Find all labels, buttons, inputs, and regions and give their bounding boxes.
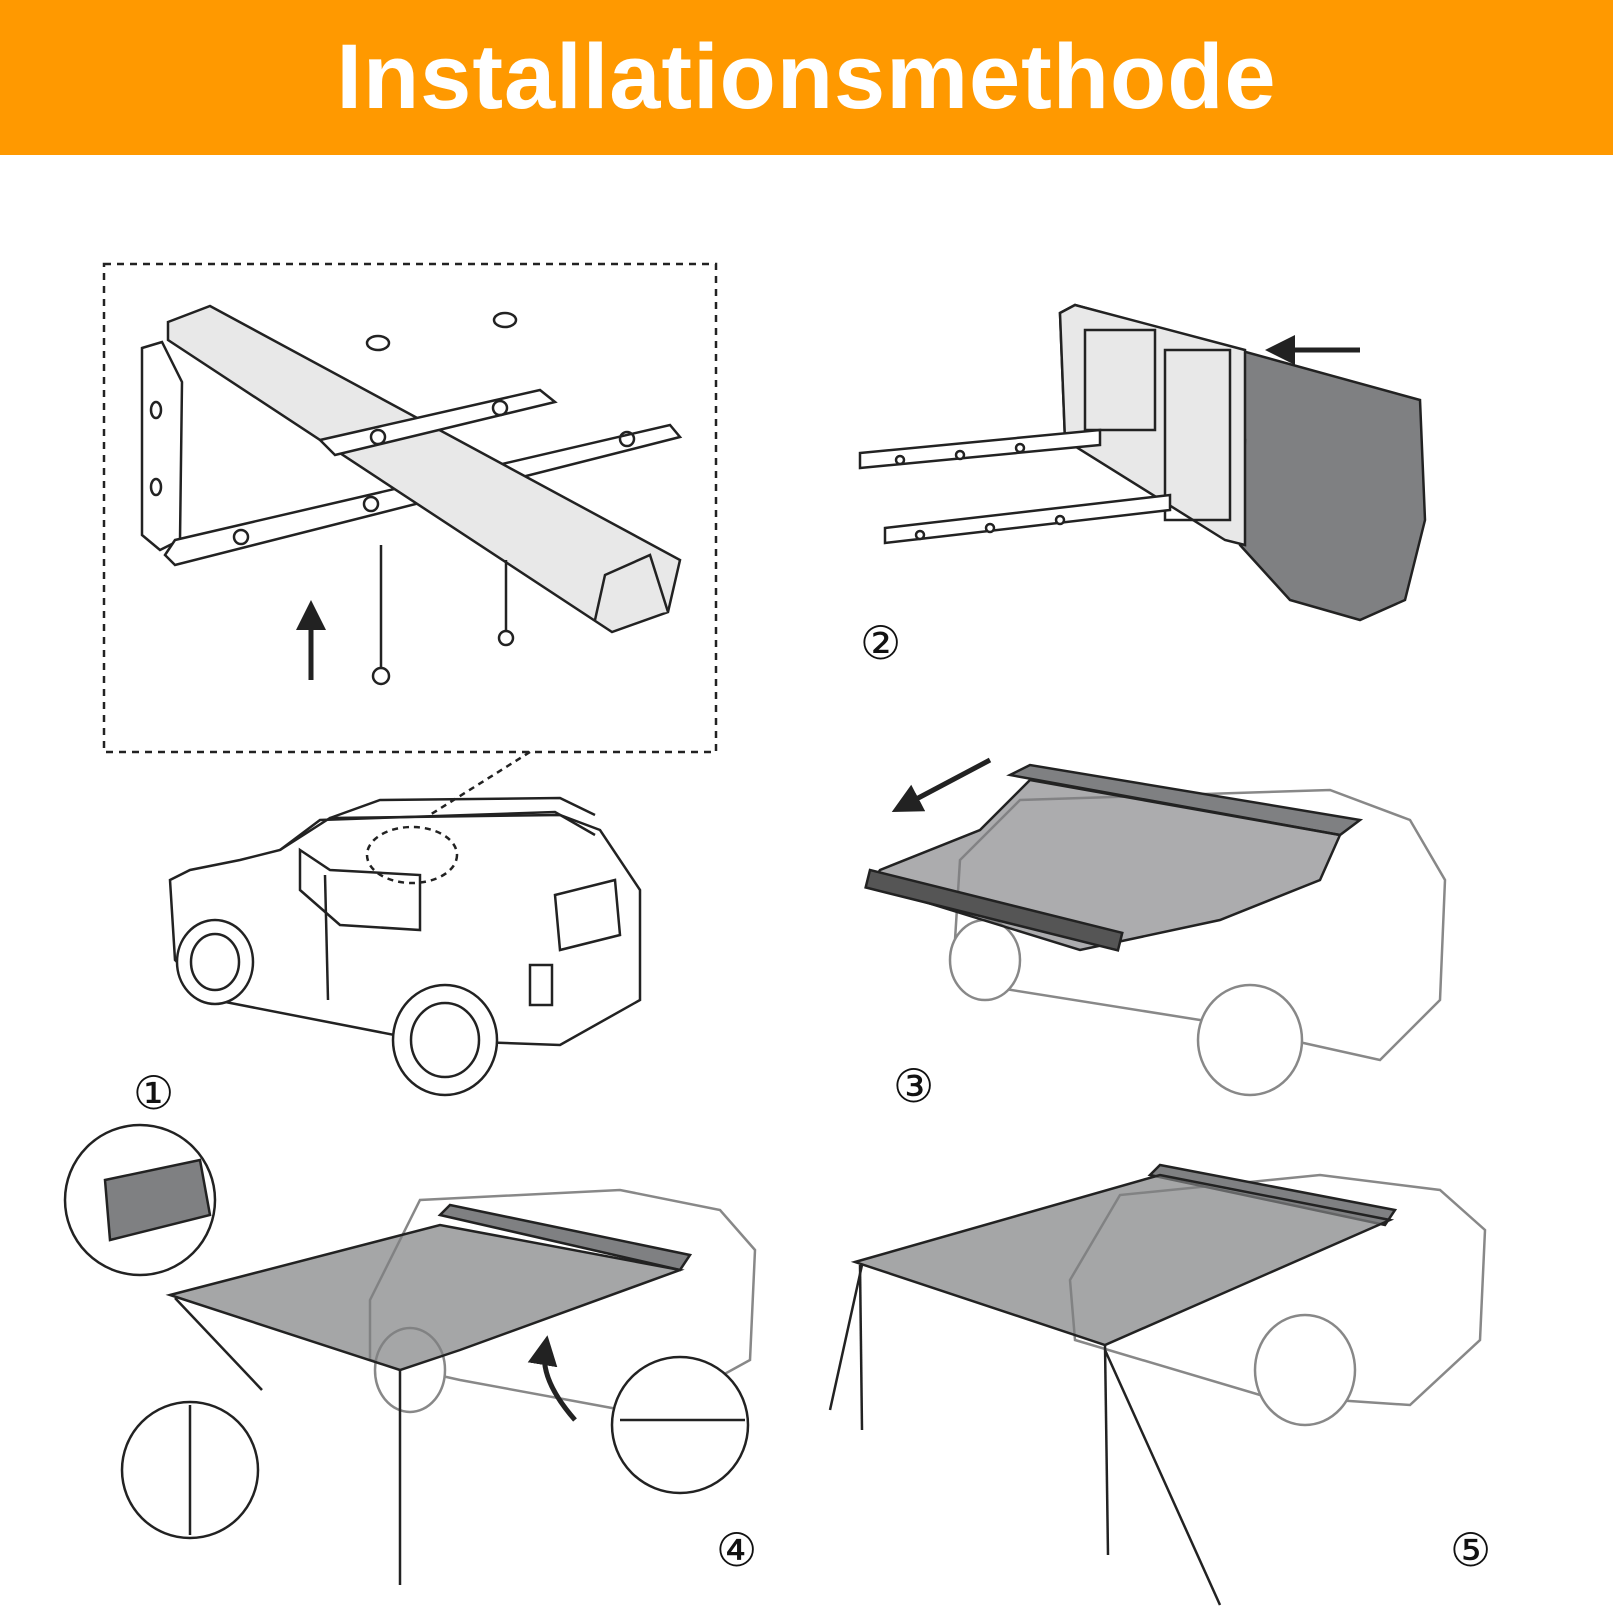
step-2-bracket-slide <box>858 303 1427 622</box>
step-3-number: ③ <box>893 1059 935 1113</box>
step-2-number: ② <box>860 616 902 670</box>
step-5-number: ⑤ <box>1450 1523 1492 1577</box>
step-5-finished-awning <box>828 1163 1487 1606</box>
title-banner: Installationsmethode <box>0 0 1613 155</box>
arrow-down-left-icon <box>891 757 992 813</box>
step-4-number: ④ <box>716 1523 758 1577</box>
page-title: Installationsmethode <box>336 26 1277 128</box>
step-4-pole-setup <box>63 1123 757 1585</box>
installation-illustration <box>63 262 1487 1606</box>
curved-arrow-icon <box>527 1335 577 1422</box>
step-3-awning-unroll <box>864 757 1447 1097</box>
step-1-car <box>168 796 642 1097</box>
step-1-bracket-detail <box>102 262 718 820</box>
step-1-number: ① <box>133 1066 175 1120</box>
